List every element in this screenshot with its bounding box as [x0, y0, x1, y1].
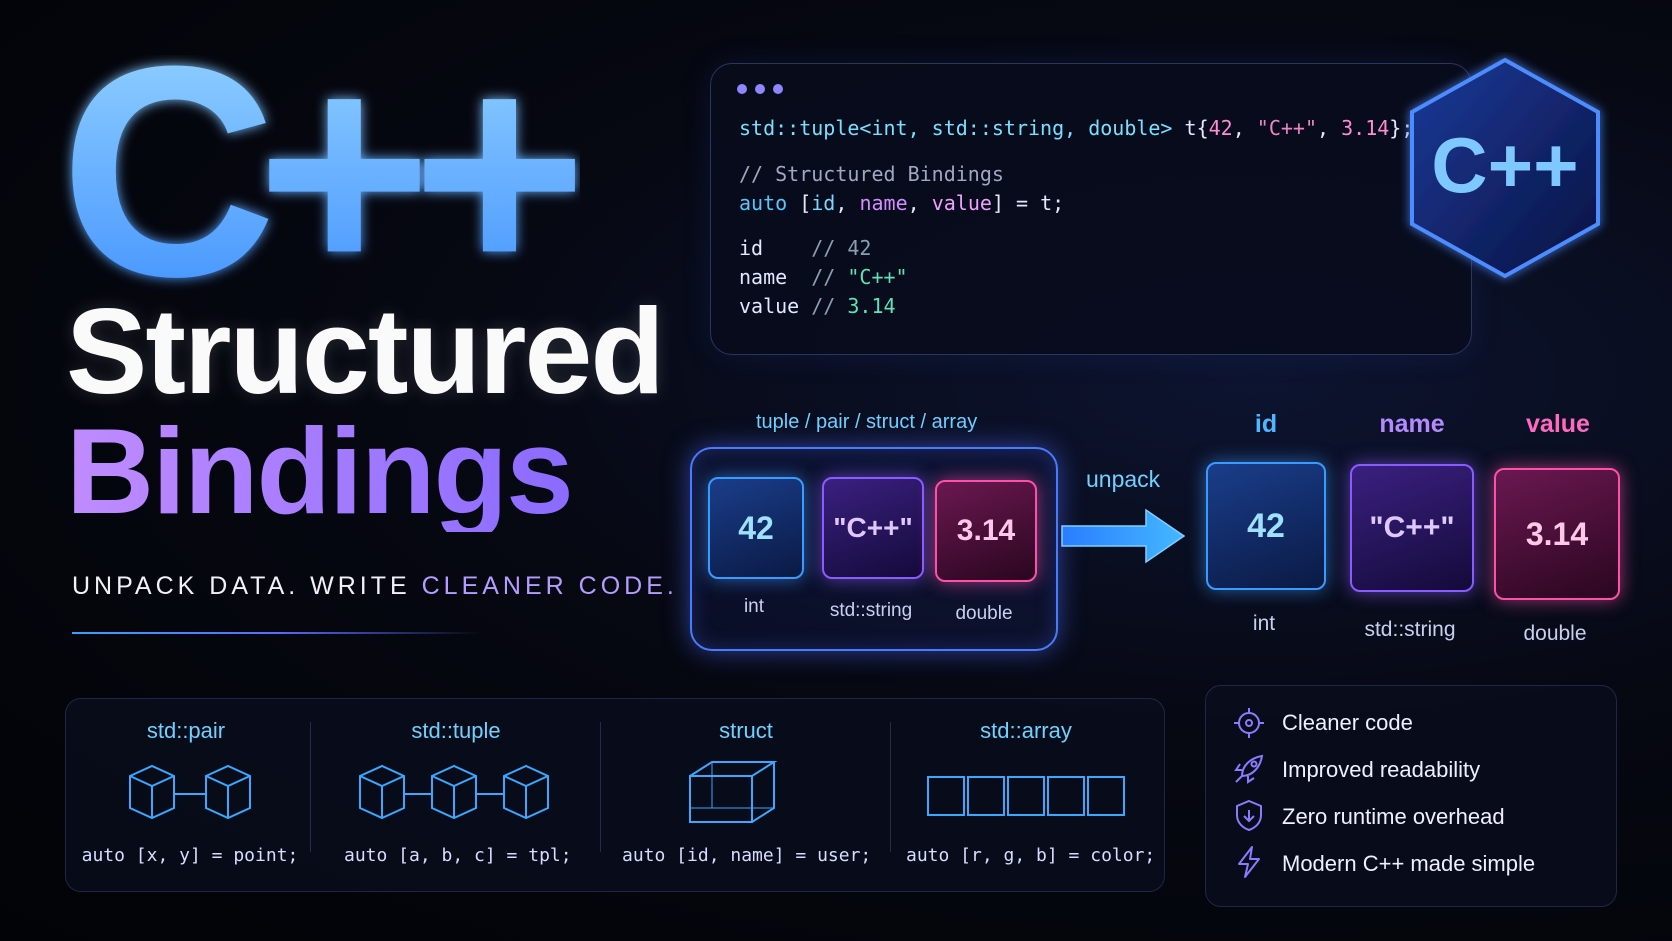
title-underline: [72, 632, 482, 634]
code-line-comment: // Structured Bindings: [739, 162, 1004, 186]
binding-type-string: std::string: [1364, 618, 1456, 641]
tuple-cube-string: "C++": [822, 477, 924, 579]
type-code-pair: auto [x, y] = point;: [81, 845, 299, 866]
type-title-struct: struct: [719, 718, 773, 743]
tuple-cube-int: 42: [708, 477, 804, 579]
tuple-cubes-icon: [359, 764, 549, 820]
code-line-tuple-decl: std::tuple<int, std::string, double> t{4…: [739, 116, 1414, 140]
type-title-tuple: std::tuple: [411, 718, 501, 743]
tagline-part2: CLEANER CODE.: [421, 572, 678, 600]
pair-cubes-icon: [129, 764, 251, 820]
binding-name-name: name: [1379, 410, 1445, 438]
binding-cube-value: 3.14: [1494, 468, 1620, 600]
code-line-result-value: value // 3.14: [739, 294, 896, 318]
column-divider: [310, 722, 311, 852]
features-panel: [1205, 685, 1617, 907]
code-line-binding: auto [id, name, value] = t;: [739, 191, 1065, 215]
type-title-array: std::array: [980, 718, 1072, 743]
array-cells-icon: [927, 776, 1125, 816]
unpack-arrow-icon: [1061, 508, 1186, 564]
tuple-cube-double: 3.14: [935, 480, 1037, 582]
cpp-hex-badge: C++: [1410, 57, 1600, 279]
type-code-struct: auto [id, name] = user;: [622, 845, 872, 866]
shield-icon: [1236, 799, 1262, 832]
feature-modern-cpp: Modern C++ made simple: [1282, 851, 1536, 876]
window-dot: [773, 84, 783, 94]
rocket-icon: [1234, 754, 1264, 784]
column-divider: [600, 722, 601, 852]
binding-name-id: id: [1254, 410, 1278, 438]
types-panel: [65, 698, 1165, 892]
lightning-icon: [1238, 846, 1260, 878]
tuple-type-string: std::string: [829, 600, 913, 621]
tuple-type-double: double: [955, 603, 1013, 624]
struct-box-icon: [689, 761, 778, 823]
tuple-label: tuple / pair / struct / array: [756, 411, 978, 433]
window-dot: [755, 84, 765, 94]
binding-name-value: value: [1526, 410, 1590, 438]
title-line-bindings: Bindings: [66, 403, 574, 539]
binding-type-double: double: [1523, 622, 1587, 645]
feature-cleaner-code: Cleaner code: [1282, 710, 1413, 735]
column-divider: [890, 722, 891, 852]
type-code-array: auto [r, g, b] = color;: [906, 845, 1156, 866]
binding-cube-name: "C++": [1350, 464, 1474, 592]
type-title-pair: std::pair: [146, 718, 226, 743]
tagline: UNPACK DATA. WRITE CLEANER CODE.: [72, 572, 678, 601]
window-dot: [737, 84, 747, 94]
unpack-label: unpack: [1086, 466, 1161, 492]
code-line-result-id: id // 42: [739, 236, 872, 260]
code-window: std::tuple<int, std::string, double> t{4…: [710, 63, 1472, 355]
logo-text: C++: [60, 55, 576, 305]
type-code-tuple: auto [a, b, c] = tpl;: [344, 845, 572, 866]
target-icon: [1234, 708, 1264, 738]
tuple-type-int: int: [743, 596, 765, 617]
binding-type-int: int: [1252, 612, 1276, 635]
feature-zero-overhead: Zero runtime overhead: [1282, 804, 1505, 829]
hex-badge-text: C++: [1431, 121, 1578, 209]
binding-cube-id: 42: [1206, 462, 1326, 590]
code-line-result-name: name // "C++": [739, 265, 908, 289]
title-line-structured: Structured: [66, 283, 665, 419]
hexagon-shape: [1410, 57, 1600, 279]
feature-readability: Improved readability: [1282, 757, 1481, 782]
tagline-part1: UNPACK DATA. WRITE: [72, 572, 422, 600]
cpp-logo: C++: [60, 55, 580, 305]
